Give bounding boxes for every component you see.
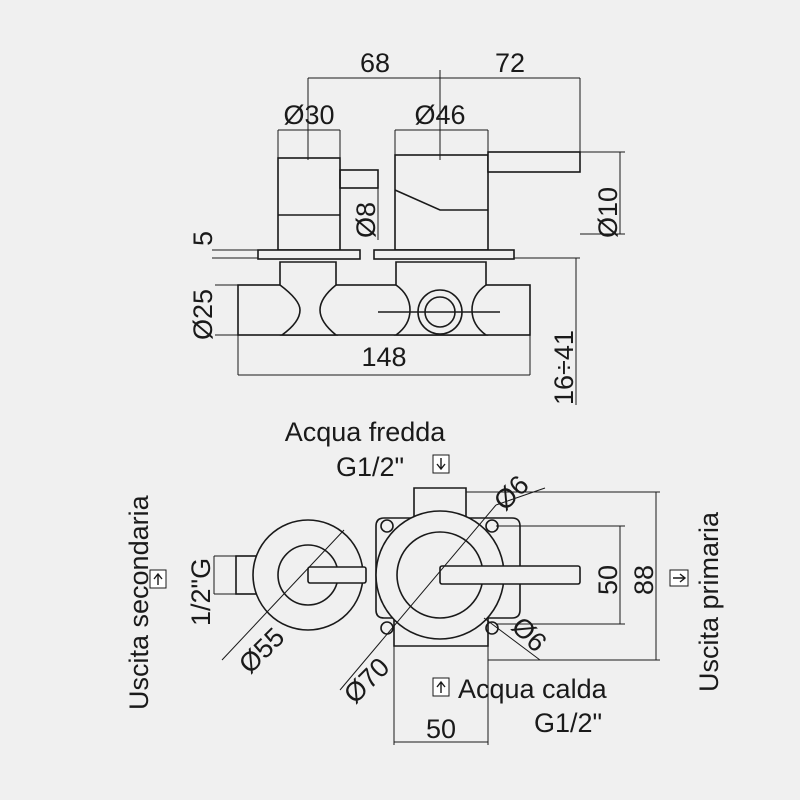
arrow-right-icon xyxy=(669,569,689,587)
arrow-up-icon xyxy=(432,677,450,697)
front-view: Acqua fredda G1/2" Ø6 Ø6 Ø55 Ø70 xyxy=(124,417,724,745)
dim-68: 68 xyxy=(360,48,390,78)
pin-d8 xyxy=(339,169,379,189)
dim-72: 72 xyxy=(495,48,525,78)
hot-water-thread: G1/2" xyxy=(534,708,602,738)
right-handle-body xyxy=(394,154,489,251)
lever-left xyxy=(307,566,367,584)
hot-water-label: Acqua calda xyxy=(458,674,608,704)
right-valve-neck xyxy=(393,261,489,336)
wall-plate-left xyxy=(257,249,361,260)
dim-d70: Ø70 xyxy=(338,652,395,709)
dim-d10: Ø10 xyxy=(593,187,623,238)
leader-d70 xyxy=(339,504,497,691)
left-valve-neck xyxy=(279,261,339,336)
dim-d55: Ø55 xyxy=(233,622,290,679)
dim-88: 88 xyxy=(629,565,659,595)
left-knob-body xyxy=(277,157,341,255)
dim-d8: Ø8 xyxy=(351,202,381,238)
secondary-outlet-thread: 1/2"G xyxy=(186,558,216,626)
leader-d6-top xyxy=(495,487,546,506)
leader-d55 xyxy=(221,529,345,661)
arrow-down-icon xyxy=(432,454,450,474)
dim-16-41: 16÷41 xyxy=(549,330,579,405)
screw-hole xyxy=(380,519,394,533)
dim-50-vertical: 50 xyxy=(593,565,623,595)
dim-d46: Ø46 xyxy=(414,100,465,130)
dim-50-horizontal: 50 xyxy=(426,714,456,744)
arrow-up-icon xyxy=(149,569,167,589)
wall-plate-right xyxy=(373,249,515,260)
dim-148: 148 xyxy=(361,342,406,372)
primary-outlet-label: Uscita primaria xyxy=(694,511,724,692)
lever-front xyxy=(439,565,581,585)
cold-water-label: Acqua fredda xyxy=(285,417,447,447)
screw-hole xyxy=(380,621,394,635)
secondary-outlet-label: Uscita secondaria xyxy=(124,494,154,710)
top-view: 68 72 Ø30 Ø46 Ø8 Ø10 5 xyxy=(188,48,625,405)
lever-d10 xyxy=(487,151,581,173)
dim-d6-top: Ø6 xyxy=(488,470,535,517)
valve-body xyxy=(237,284,531,336)
cold-water-thread: G1/2" xyxy=(336,452,404,482)
dim-5: 5 xyxy=(188,231,218,246)
dim-d30: Ø30 xyxy=(283,100,334,130)
leader-d6-bottom xyxy=(483,617,541,661)
handle-chamfer xyxy=(394,189,488,211)
dim-d25: Ø25 xyxy=(188,289,218,340)
